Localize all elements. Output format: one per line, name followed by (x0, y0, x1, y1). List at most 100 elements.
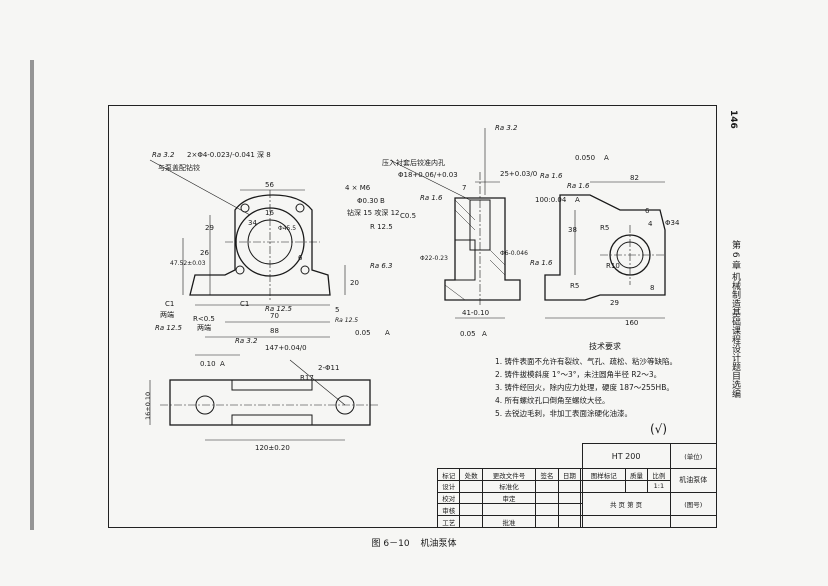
hdr-mark: 标记 (436, 468, 461, 481)
ra125-a: Ra 12.5 (155, 324, 183, 332)
role-review: 审核 (436, 503, 461, 517)
figure-title: 机油泵体 (420, 539, 457, 549)
dim-41: 41-0.10 (462, 309, 489, 317)
mass-label: 质量 (624, 468, 649, 481)
tech-item-1: 1. 铸件表面不允许有裂纹、气孔、疏松、粘沙等缺陷。 (495, 357, 678, 366)
hdr-sign: 签名 (535, 468, 559, 481)
holes-note: 2×Φ4-0.023/-0.041 深 8 (187, 150, 271, 159)
c1-a: C1 (165, 300, 174, 308)
datum-a-2: A (220, 360, 225, 368)
figure-caption: 图 6－10 机油泵体 (0, 536, 828, 549)
c1-b: C1 (240, 300, 249, 308)
perp-tol: 0.050 (575, 154, 595, 162)
drill-note: 钻深 15 攻深 12 (347, 208, 400, 217)
stage-label: 图样标记 (581, 468, 626, 481)
role-check: 校对 (436, 491, 461, 505)
dim-6c: 6 (645, 207, 650, 215)
dim-88: 88 (270, 327, 279, 335)
tech-item-4: 4. 所有螺纹孔口倒角至螺纹大径。 (495, 396, 610, 405)
dim-160: 160 (625, 319, 638, 327)
r125: R 12.5 (370, 223, 393, 231)
tech-heading: 技术要求 (589, 342, 621, 351)
bore-tol: Φ18+0.06/+0.03 (398, 171, 458, 179)
dim-29b: 29 (610, 299, 619, 307)
ratify-label: 批准 (481, 515, 537, 528)
dim-455: Φ45.5 (278, 225, 296, 232)
hdr-doc: 更改文件号 (481, 468, 537, 481)
ra125-b: Ra 12.5 (265, 305, 293, 313)
flat-tol-a: 0.10 (200, 360, 216, 368)
dim-8: 8 (650, 284, 654, 292)
datum-a-3: A (604, 154, 609, 162)
both-ends-b: 两端 (197, 323, 211, 332)
ra16-d: Ra 1.6 (567, 182, 590, 190)
dim-20: 20 (350, 279, 359, 287)
ratio-label: 比例 (647, 468, 671, 481)
dim-70: 70 (270, 312, 279, 320)
c05: C0.5 (400, 212, 416, 220)
binding-shadow (30, 60, 34, 530)
pos-tol: Φ0.30 (357, 197, 378, 205)
tech-item-5: 5. 去锐边毛刺，非加工表面涂硬化油漆。 (495, 409, 633, 418)
ra16-b: Ra 1.6 (420, 194, 443, 202)
dim-phi6: Φ6-0.046 (500, 250, 528, 257)
dim-56: 56 (265, 181, 274, 189)
m6-note: 4 × M6 (345, 184, 371, 192)
datum-a-4: A (575, 196, 580, 204)
dim-5: 5 (335, 306, 339, 314)
r5-a: R5 (600, 224, 609, 232)
sheets: 共 页 第 页 (581, 491, 671, 517)
datum-a-5: A (482, 330, 487, 338)
dim-4752: 47.52±0.03 (170, 260, 206, 267)
dim-16h: 16±0.10 (144, 392, 152, 420)
dim-38: 38 (568, 226, 577, 234)
material: HT 200 (581, 442, 671, 470)
page-number: 146 (728, 110, 738, 129)
figure-number: 图 6－10 (371, 539, 410, 549)
hdr-count: 处数 (459, 468, 483, 481)
par-tol-a: 0.05 (355, 329, 371, 337)
hdr-date: 日期 (557, 468, 582, 481)
dim-4: 4 (648, 220, 653, 228)
ra32-top: Ra 3.2 (495, 124, 518, 132)
dim-2phi11: 2-Φ11 (318, 364, 339, 372)
dim-6: 6 (298, 254, 303, 262)
dim-7: 7 (462, 184, 466, 192)
r5-b: R5 (570, 282, 579, 290)
tech-requirements: 技术要求 1. 铸件表面不允许有裂纹、气孔、疏松、粘沙等缺陷。 2. 铸件拔模斜… (495, 340, 715, 420)
dim-16: 16 (265, 209, 274, 217)
role-process: 工艺 (436, 515, 461, 528)
both-ends-a: 两端 (160, 310, 174, 319)
press-note: 压入衬套后铰准内孔 (382, 158, 445, 167)
ra32-left: Ra 3.2 (152, 151, 175, 159)
drawing-frame (108, 105, 717, 528)
ra63: Ra 6.3 (370, 262, 393, 270)
tech-item-3: 3. 铸件经回火，除内应力处理，硬度 187～255HB。 (495, 383, 674, 392)
flat-tol-b: 100:0.04 (535, 196, 567, 204)
ra125-c: Ra 12.5 (335, 317, 358, 324)
tech-item-2: 2. 铸件拔模斜度 1°～3°，未注圆角半径 R2～3。 (495, 370, 662, 379)
datum-b: B (380, 197, 385, 205)
std-label: 标准化 (481, 479, 537, 493)
perp-tol-2: 0.05 (460, 330, 476, 338)
dim-147: 147+0.04/0 (265, 344, 307, 352)
unit: (单位) (669, 442, 718, 470)
holes-sub: 与泵盖配钻铰 (158, 163, 200, 172)
ra32-b: Ra 3.2 (235, 337, 258, 345)
title-block: HT 200 (单位) 标记 处数 更改文件号 签名 日期 图样标记 质量 比例… (436, 442, 718, 528)
drawing-no: (图号) (669, 491, 718, 517)
part-name: 机油泵体 (669, 468, 718, 493)
role-design: 设计 (436, 479, 461, 493)
dim-34: 34 (248, 219, 257, 227)
dim-phi22: Φ22-0.23 (420, 255, 448, 262)
dim-26: 26 (200, 249, 209, 257)
r10: R10 (606, 262, 620, 270)
dim-82: 82 (630, 174, 639, 182)
approve-label: 审定 (481, 491, 537, 505)
dim-120: 120±0.20 (255, 444, 290, 452)
dim-r17: R17 (300, 374, 314, 382)
rest-roughness: (√) (650, 422, 667, 436)
r05: R<0.5 (193, 315, 215, 323)
